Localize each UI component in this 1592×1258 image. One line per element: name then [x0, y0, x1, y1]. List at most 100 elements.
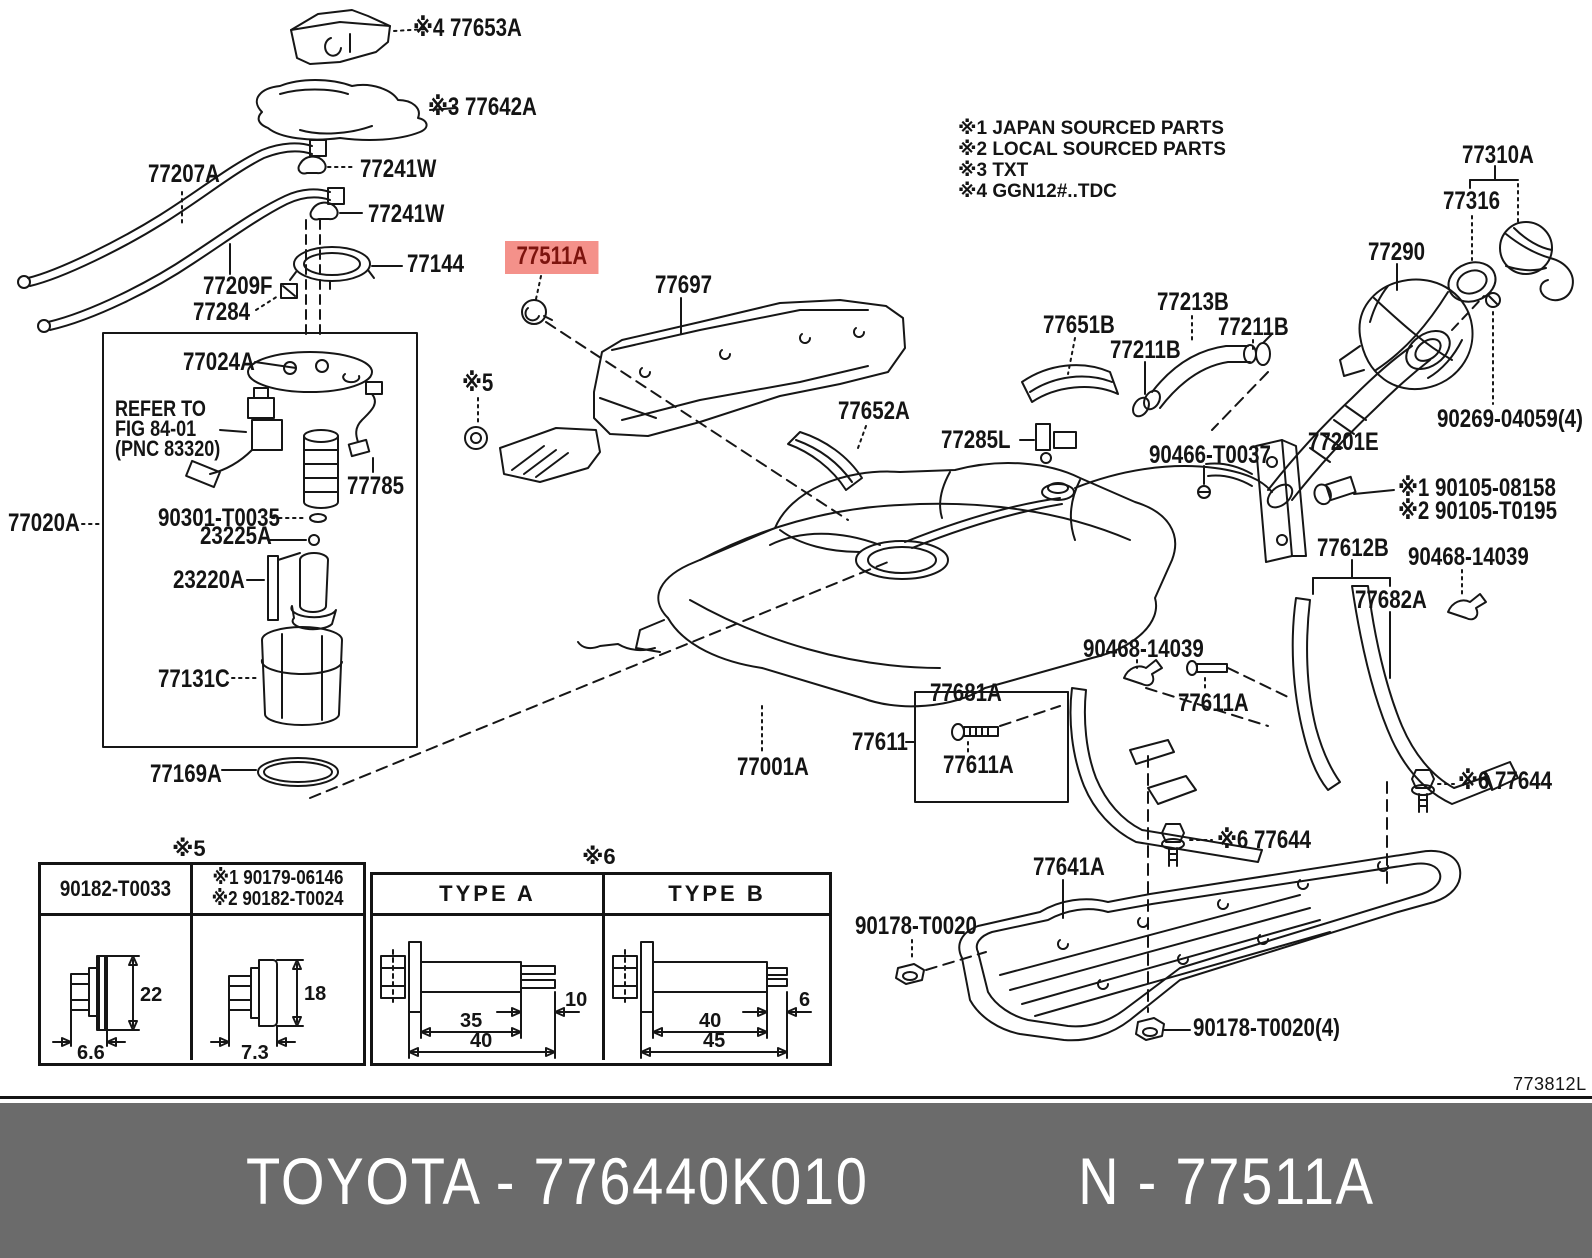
part-label-90178-t0020-4[interactable]: 90178-T0020(4) — [1193, 1014, 1341, 1042]
part-label-90468-14039[interactable]: 90468-14039 — [1083, 635, 1204, 663]
svg-text:35: 35 — [460, 1010, 482, 1032]
part-label-1-90105-08158[interactable]: ※1 90105-08158 — [1398, 474, 1556, 502]
svg-text:40: 40 — [699, 1010, 721, 1032]
part-label-6-77644[interactable]: ※6 77644 — [1217, 826, 1312, 854]
part-label-77652a[interactable]: 77652A — [838, 397, 910, 425]
part-label-77285l[interactable]: 77285L — [941, 426, 1011, 454]
footer-banner: TOYOTA - 776440K010 N - 77511A — [0, 1103, 1592, 1258]
part-label-5[interactable]: ※5 — [462, 369, 494, 397]
bolt-typea-header: TYPE A — [373, 875, 605, 913]
fastener-col1-header: 90182-T0033 — [41, 865, 193, 913]
bracket-77653a-drawing — [290, 9, 427, 65]
pump-module-box — [81, 332, 418, 748]
part-label-77284[interactable]: 77284 — [193, 298, 251, 326]
svg-text:40: 40 — [470, 1030, 492, 1052]
strap-kit-box-drawing — [905, 659, 1291, 863]
nut-diagram-b: 18 7.3 — [193, 916, 363, 1060]
part-label-77290[interactable]: 77290 — [1368, 238, 1426, 266]
shield-77697-drawing — [499, 297, 906, 483]
part-label-90301-t0035[interactable]: 90301-T0035 — [158, 504, 280, 532]
bolt-diagram-type-b: 6 40 45 — [605, 916, 829, 1060]
bolt-90105-drawing — [1313, 475, 1395, 506]
part-label-4-77653a[interactable]: ※4 77653A — [413, 14, 522, 42]
part-label-77020a[interactable]: 77020A — [8, 509, 80, 537]
part-label-77241w[interactable]: 77241W — [368, 200, 445, 228]
part-label-77611[interactable]: 77611 — [852, 728, 908, 756]
legend-note: ※3 TXT — [958, 160, 1029, 181]
bolt-typeb-header: TYPE B — [668, 881, 766, 906]
svg-text:22: 22 — [140, 984, 162, 1006]
fastener-table: 90182-T0033 ※1 90179-06146 ※2 90182-T002… — [38, 862, 366, 1066]
part-label-77211b[interactable]: 77211B — [1110, 336, 1181, 364]
legend-note: ※1 JAPAN SOURCED PARTS — [958, 118, 1224, 139]
table6-marker: ※6 — [582, 844, 616, 869]
legend-notes: ※1 JAPAN SOURCED PARTS※2 LOCAL SOURCED P… — [958, 118, 1226, 202]
part-label-77001a[interactable]: 77001A — [737, 753, 809, 781]
svg-text:18: 18 — [304, 983, 326, 1005]
part-label-77207a[interactable]: 77207A — [148, 160, 220, 188]
part-label-90178-t0020[interactable]: 90178-T0020 — [855, 912, 977, 940]
protector-77651b-drawing — [1021, 337, 1119, 403]
bolt-diagram-type-a: 10 35 40 — [373, 916, 605, 1060]
bolt-77644-drawing — [1147, 755, 1455, 1013]
bolt-type-table: TYPE A TYPE B — [370, 872, 832, 1066]
footer-catalog-number: TOYOTA - 776440K010 — [246, 1143, 869, 1218]
legend-note: ※4 GGN12#..TDC — [958, 181, 1117, 202]
svg-text:45: 45 — [703, 1030, 725, 1052]
part-label-77651b[interactable]: 77651B — [1043, 311, 1115, 339]
part-label-77697[interactable]: 77697 — [655, 271, 713, 299]
part-label-77511a[interactable]: 77511A — [505, 241, 599, 274]
part-label-77612b[interactable]: 77612B — [1317, 534, 1389, 562]
svg-text:6.6: 6.6 — [77, 1042, 105, 1060]
part-label-90466-t0037[interactable]: 90466-T0037 — [1149, 441, 1271, 469]
table5-marker: ※5 — [172, 836, 206, 861]
part-label-77213b[interactable]: 77213B — [1157, 288, 1229, 316]
fastener-col2-header: ※1 90179-06146 ※2 90182-T0024 — [212, 867, 344, 910]
part-label-77169a[interactable]: 77169A — [150, 760, 222, 788]
part-label-3-77642a[interactable]: ※3 77642A — [428, 93, 537, 121]
skid-plate-drawing — [958, 850, 1462, 1042]
part-label-77682a[interactable]: 77682A — [1355, 586, 1427, 614]
part-label-77131c[interactable]: 77131C — [158, 665, 230, 693]
cover-77642a-drawing — [255, 79, 457, 141]
part-label-23220a[interactable]: 23220A — [173, 566, 245, 594]
part-label-77209f[interactable]: 77209F — [203, 272, 273, 300]
fuel-pipes-drawing — [17, 139, 345, 333]
right-straps-drawing — [1291, 559, 1519, 885]
part-label-77201e[interactable]: 77201E — [1308, 428, 1379, 456]
part-label-77024a[interactable]: 77024A — [183, 348, 255, 376]
nut-diagram-a: 22 6.6 — [41, 916, 193, 1060]
part-label-77611a[interactable]: 77611A — [943, 751, 1014, 779]
assembly-dashed-lines — [309, 321, 1269, 799]
part-label-2-90105-t0195[interactable]: ※2 90105-T0195 — [1398, 497, 1557, 525]
fuel-tank-exploded-diagram — [17, 9, 1574, 1042]
part-label-refer-to-fig-84-01-pnc-83320[interactable]: REFER TO FIG 84-01 (PNC 83320) — [115, 396, 221, 462]
part-label-90468-14039[interactable]: 90468-14039 — [1408, 543, 1529, 571]
part-label-77211b[interactable]: 77211B — [1218, 313, 1289, 341]
part-label-23225a[interactable]: 23225A — [200, 522, 272, 550]
svg-text:6: 6 — [799, 989, 810, 1011]
part-label-90269-04059-4[interactable]: 90269-04059(4) — [1437, 405, 1583, 433]
part-label-77241w[interactable]: 77241W — [360, 155, 437, 183]
filler-pipe-drawing — [1205, 329, 1451, 563]
clip-90466-drawing — [1197, 465, 1211, 499]
shield-77290-drawing — [1339, 263, 1501, 405]
part-label-77681a[interactable]: 77681A — [930, 679, 1002, 707]
part-label-6-77644[interactable]: ※6 77644 — [1458, 767, 1553, 795]
clamp-77241w-drawing — [297, 155, 363, 221]
svg-text:7.3: 7.3 — [241, 1042, 269, 1060]
part-label-77144[interactable]: 77144 — [407, 250, 465, 278]
grommet-77511a-drawing — [521, 275, 553, 325]
part-label-77785[interactable]: 77785 — [347, 472, 405, 500]
svg-text:10: 10 — [565, 989, 587, 1011]
part-label-77316[interactable]: 77316 — [1443, 187, 1501, 215]
part-label-77611a[interactable]: 77611A — [1178, 689, 1249, 717]
fuel-cap-drawing — [1447, 165, 1574, 303]
footer-selected-part: N - 77511A — [1078, 1143, 1375, 1218]
part-label-77641a[interactable]: 77641A — [1033, 853, 1105, 881]
part-label-77310a[interactable]: 77310A — [1462, 141, 1534, 169]
oring-77169a-drawing — [221, 757, 339, 787]
nut-90178-drawing — [895, 939, 1191, 1041]
